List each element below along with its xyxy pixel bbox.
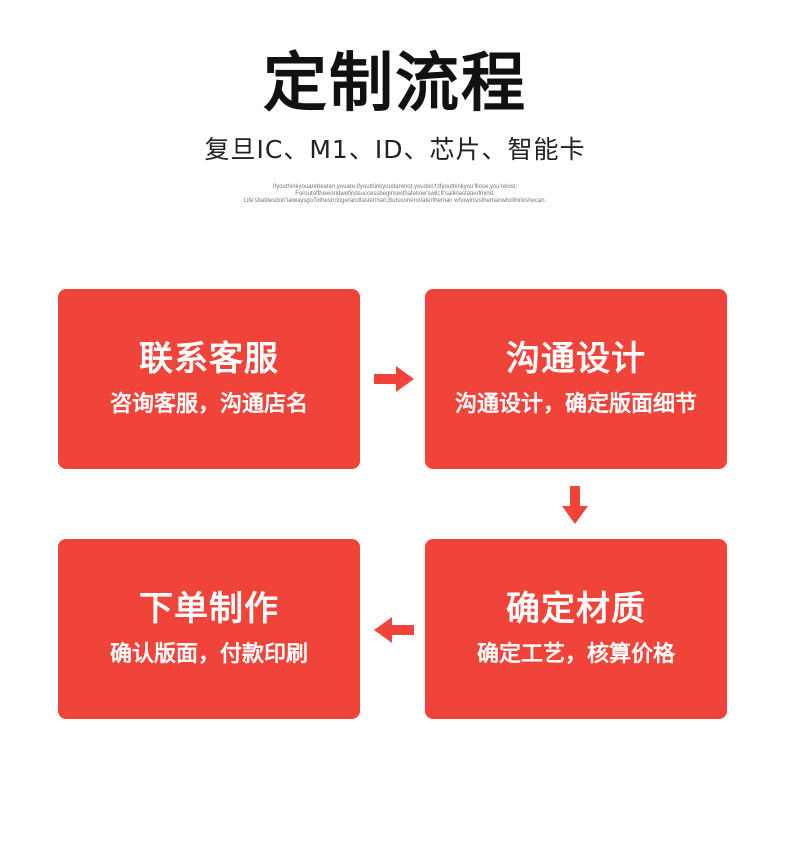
step-card-contact-service: 联系客服 咨询客服，沟通店名	[58, 289, 360, 469]
step-card-design: 沟通设计 沟通设计，确定版面细节	[425, 289, 727, 469]
step-card-material: 确定材质 确定工艺，核算价格	[425, 539, 727, 719]
step-title: 沟通设计	[506, 339, 646, 379]
arrow-down-icon	[562, 486, 588, 524]
page-title: 定制流程	[263, 47, 527, 121]
arrow-left-icon	[374, 617, 414, 643]
step-description: 咨询客服，沟通店名	[109, 392, 308, 417]
tagline-line-3: Life'sbattlesdon'talwaysgoTothestrongera…	[243, 198, 547, 204]
tagline-line-1: Ifyouthinkyouarebeaten,youare;ifyouthink…	[272, 184, 518, 190]
page-subtitle: 复旦IC、M1、ID、芯片、智能卡	[204, 135, 586, 164]
step-title: 联系客服	[139, 339, 279, 379]
step-description: 确定工艺，核算价格	[476, 642, 675, 667]
step-description: 确认版面，付款印刷	[109, 642, 308, 667]
step-title: 下单制作	[139, 589, 279, 629]
step-card-order-production: 下单制作 确认版面，付款印刷	[58, 539, 360, 719]
step-title: 确定材质	[506, 589, 646, 629]
tagline-line-2: Foroutoftheworldwefindsuccessbeginswitha…	[295, 191, 495, 197]
step-description: 沟通设计，确定版面细节	[454, 392, 697, 417]
arrow-right-icon	[374, 366, 414, 392]
